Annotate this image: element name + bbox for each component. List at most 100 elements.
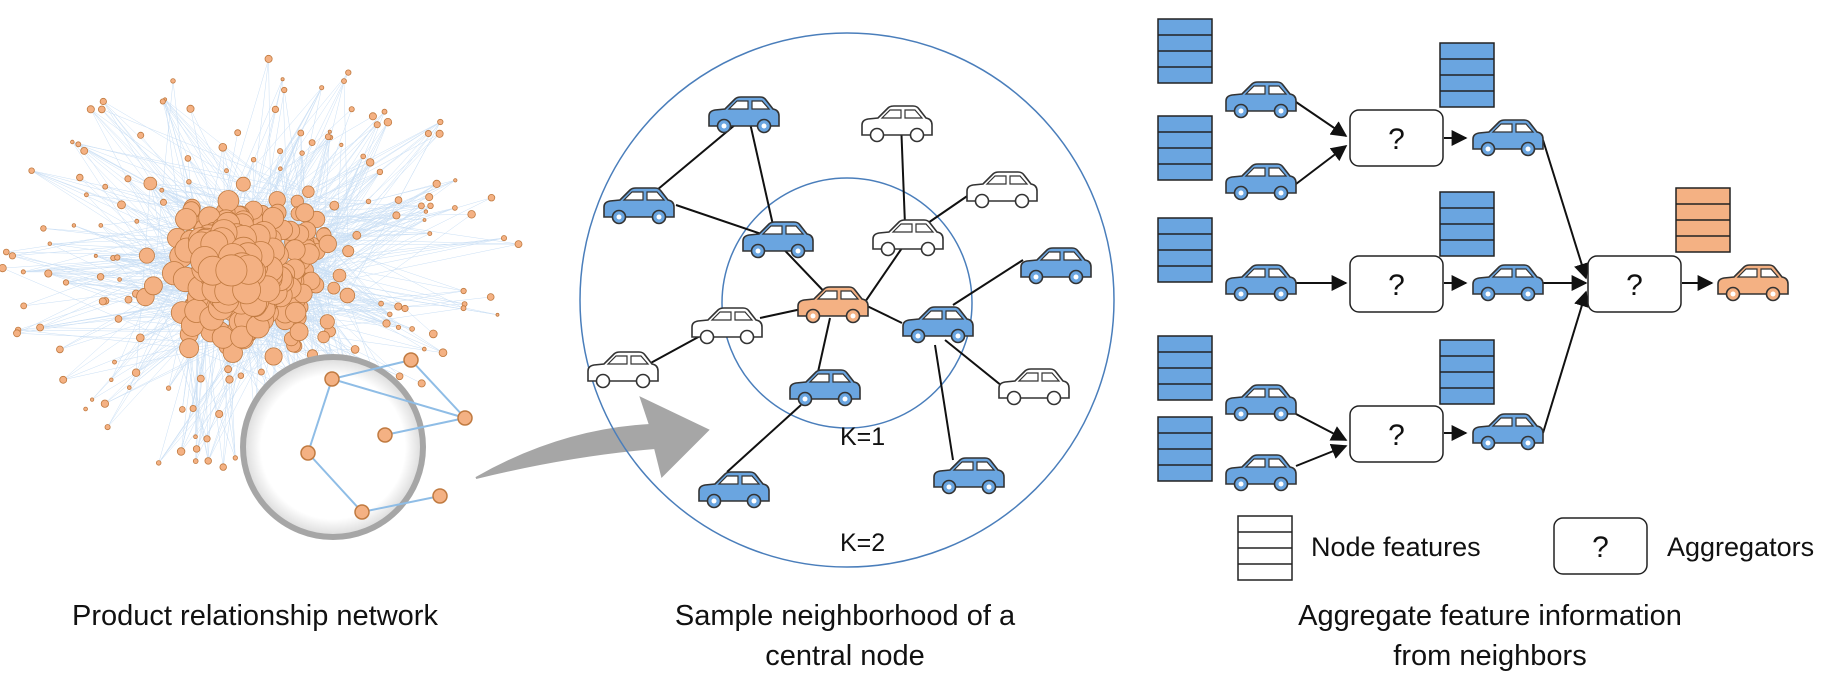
network-node (368, 112, 377, 121)
feature-stack-icon (1157, 18, 1213, 84)
network-node (44, 269, 53, 278)
network-node (350, 345, 360, 354)
network-node (318, 234, 337, 253)
car-icon (789, 369, 861, 407)
network-node (277, 148, 284, 155)
network-node (28, 167, 35, 174)
network-node (224, 365, 233, 374)
network-node (219, 463, 227, 471)
network-node (99, 97, 107, 106)
aggregator-box: ? (1349, 109, 1444, 167)
legend: Node features ? Aggregators (1237, 515, 1814, 581)
network-edge (72, 141, 148, 256)
car-icon (1717, 264, 1789, 302)
network-node (437, 118, 444, 126)
aggregator-box: ? (1349, 405, 1444, 463)
network-node (114, 254, 121, 261)
network-node (80, 146, 89, 155)
magnifier-icon (240, 352, 473, 540)
network-node (237, 372, 245, 379)
car-icon (797, 286, 869, 324)
network-node (98, 297, 107, 306)
feature-stack-icon (1237, 515, 1293, 581)
network-edge (23, 255, 147, 273)
network-node (394, 302, 403, 311)
network-node (395, 324, 402, 330)
network-nodes (0, 54, 523, 471)
network-node (176, 447, 186, 456)
network-edge (293, 111, 385, 346)
network-node (98, 105, 106, 114)
network-node (453, 178, 458, 183)
network-edge (2, 267, 190, 349)
legend-aggregator-box (1553, 517, 1648, 575)
network-node (365, 198, 372, 205)
network-node (179, 338, 200, 359)
network-node (218, 143, 228, 152)
network-node (467, 210, 476, 219)
svg-text:?: ? (1626, 269, 1643, 302)
network-node (100, 399, 110, 408)
network-edge (18, 329, 190, 349)
network-node (56, 345, 64, 354)
network-node (295, 203, 315, 223)
network-node (423, 209, 429, 214)
network-node (250, 156, 257, 163)
network-node (271, 105, 279, 114)
network-node (514, 240, 523, 249)
k2-label: K=2 (840, 529, 885, 557)
network-edge (295, 303, 465, 313)
network-node (159, 187, 165, 193)
feature-stack-icon (1157, 416, 1213, 482)
network-node (487, 193, 496, 202)
network-node (500, 235, 507, 242)
network-node (378, 300, 384, 307)
network-node (124, 175, 132, 183)
network-node (401, 304, 409, 313)
network-node (71, 223, 77, 228)
caption-middle: Sample neighborhood of a central node (620, 596, 1070, 676)
car-icon (1225, 384, 1297, 422)
network-node (264, 54, 273, 63)
caption-right-line1: Aggregate feature information (1298, 600, 1682, 632)
network-node (215, 409, 224, 418)
network-node (382, 319, 391, 328)
legend-aggregators-label: Aggregators (1667, 532, 1814, 562)
feature-stack-icon (1439, 42, 1495, 108)
network-node (96, 273, 105, 281)
network-node (422, 218, 427, 222)
network-node (112, 359, 117, 365)
network-node (36, 323, 44, 332)
network-node (59, 375, 68, 384)
network-node (345, 69, 352, 76)
caption-right: Aggregate feature information from neigh… (1230, 596, 1750, 676)
car-icon (708, 96, 780, 134)
network-edge (323, 122, 389, 236)
network-node (215, 254, 248, 287)
network-node (342, 245, 355, 258)
car-icon (861, 105, 933, 143)
network-node (387, 311, 393, 317)
car-icon (742, 221, 814, 259)
feature-stack-icon (1439, 191, 1495, 257)
network-node (234, 129, 242, 137)
network-node (366, 158, 375, 167)
network-node (285, 301, 307, 323)
network-node (47, 241, 52, 246)
network-node (332, 268, 347, 283)
network-node (289, 322, 309, 342)
network-node (159, 98, 166, 105)
car-icon (933, 457, 1005, 495)
network-node (170, 78, 176, 84)
network-node (192, 445, 201, 453)
network-node (98, 223, 104, 228)
network-node (435, 129, 444, 138)
network-node (339, 287, 356, 304)
aggregator-box: ? (1349, 255, 1444, 313)
network-node (257, 368, 265, 376)
network-node (421, 346, 427, 352)
network-node (373, 121, 381, 129)
network-node (232, 455, 238, 461)
network-edge (150, 183, 369, 202)
network-node (327, 129, 332, 134)
